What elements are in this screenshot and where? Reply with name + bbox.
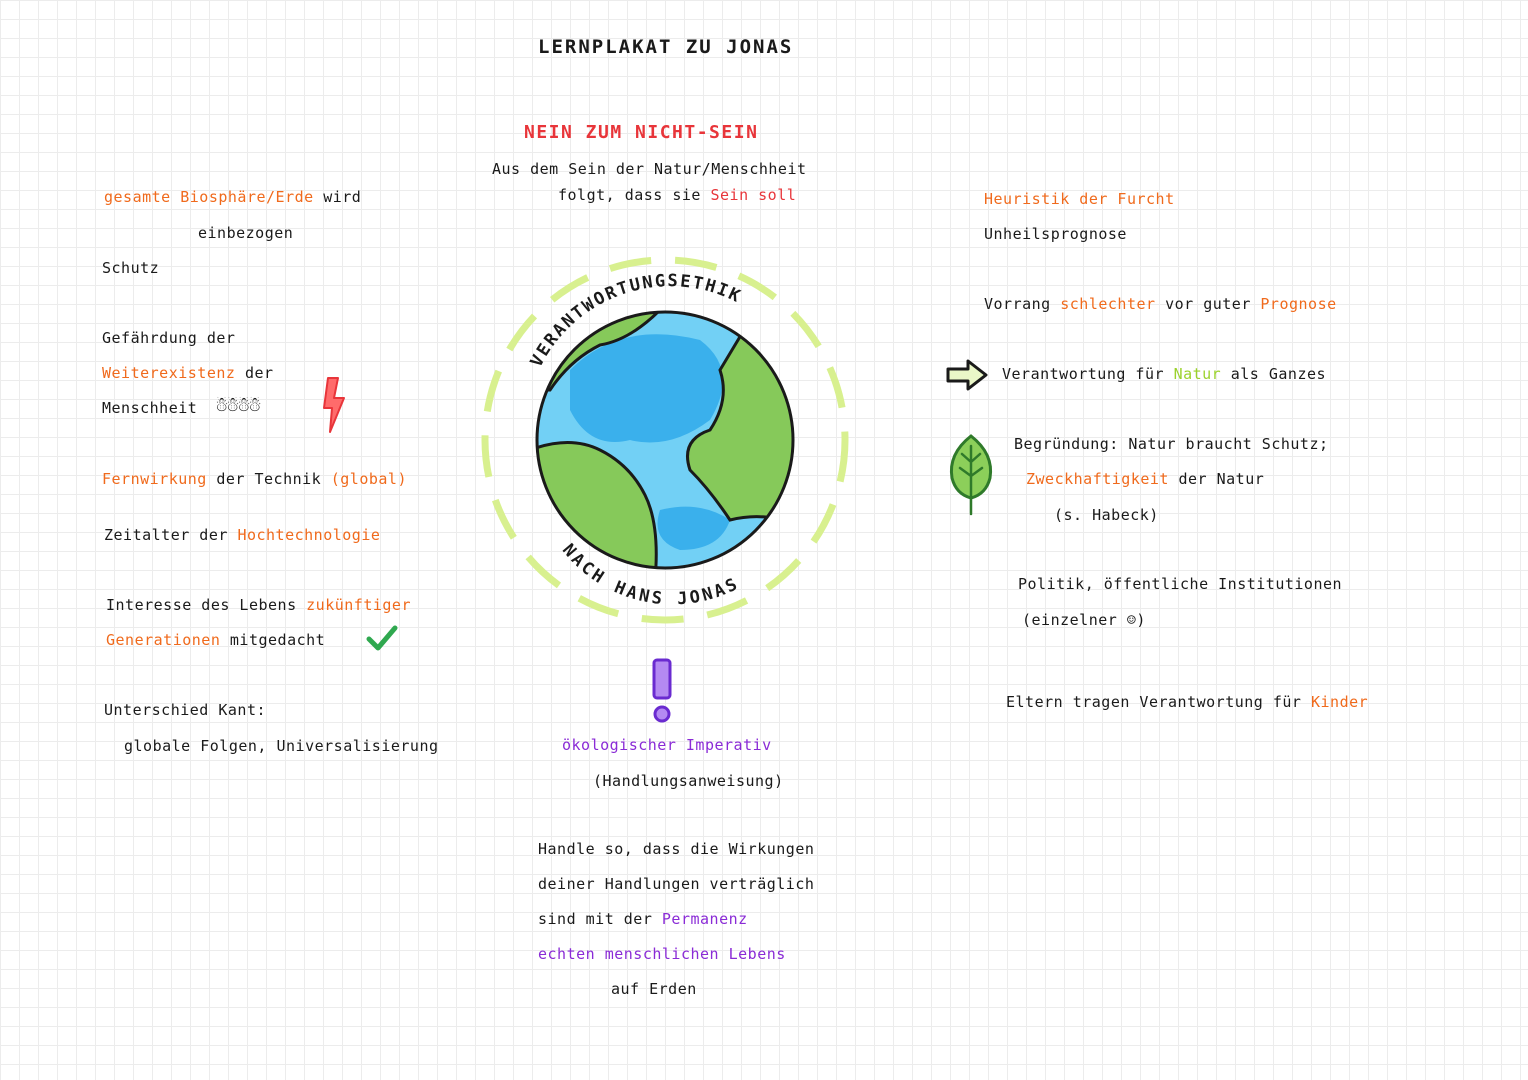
leaf-icon bbox=[949, 434, 993, 516]
center-sub2-text: folgt, dass sie bbox=[558, 186, 701, 204]
center-sub-line2: folgt, dass sie Sein soll bbox=[558, 186, 796, 204]
person-icon: ☺ bbox=[1126, 611, 1137, 629]
center-heading: NEIN ZUM NICHT-SEIN bbox=[524, 122, 759, 143]
arrow-right-icon bbox=[946, 359, 988, 391]
right-schlechter: schlechter bbox=[1060, 295, 1156, 313]
left-mitgedacht: mitgedacht bbox=[229, 631, 326, 649]
right-line7: (s. Habeck) bbox=[1054, 506, 1159, 524]
right-einzelner: (einzelner bbox=[1022, 611, 1118, 629]
right-line3: Vorrang schlechter vor guter Prognose bbox=[984, 295, 1337, 313]
right-line4: Verantwortung für Natur als Ganzes bbox=[1002, 365, 1326, 383]
right-line10: Eltern tragen Verantwortung für Kinder bbox=[1006, 693, 1368, 711]
rule-line1: Handle so, dass die Wirkungen bbox=[538, 840, 815, 858]
imperativ-sub: (Handlungsanweisung) bbox=[593, 772, 784, 790]
left-interesse: Interesse des Lebens bbox=[106, 596, 297, 614]
right-prognose: Prognose bbox=[1260, 295, 1337, 313]
left-line3: Schutz bbox=[102, 259, 160, 277]
left-der: der bbox=[244, 364, 274, 382]
right-natur: Natur bbox=[1173, 365, 1222, 383]
left-line9: Interesse des Lebens zukünftiger bbox=[106, 596, 411, 614]
rule-line4: echten menschlichen Lebens bbox=[538, 945, 786, 963]
left-line8: Zeitalter der Hochtechnologie bbox=[104, 526, 380, 544]
right-als-ganzes: als Ganzes bbox=[1230, 365, 1327, 383]
right-line1: Heuristik der Furcht bbox=[984, 190, 1175, 208]
imperativ-label: ökologischer Imperativ bbox=[562, 736, 772, 754]
left-line10: Generationen mitgedacht bbox=[106, 631, 325, 649]
left-biosphere: gesamte Biosphäre/Erde bbox=[104, 188, 314, 206]
globe-ocean-deep-2 bbox=[657, 506, 730, 550]
left-line12: globale Folgen, Universalisierung bbox=[124, 737, 439, 755]
left-line7: Fernwirkung der Technik (global) bbox=[102, 470, 407, 488]
right-zweckhaftigkeit: Zweckhaftigkeit bbox=[1026, 470, 1169, 488]
right-line8: Politik, öffentliche Institutionen bbox=[1018, 575, 1343, 593]
center-sub2-soll: soll bbox=[758, 186, 797, 204]
right-vor-guter: vor guter bbox=[1165, 295, 1251, 313]
right-der-natur: der Natur bbox=[1178, 470, 1265, 488]
rule3-text: sind mit der bbox=[538, 910, 653, 928]
people-icon: ☃☃☃☃ bbox=[216, 392, 261, 416]
right-kinder: Kinder bbox=[1311, 693, 1369, 711]
left-fernwirkung: Fernwirkung bbox=[102, 470, 207, 488]
checkmark-icon bbox=[366, 625, 398, 651]
globe-outline bbox=[535, 310, 795, 570]
exclamation-icon bbox=[652, 658, 672, 723]
right-line6: Zweckhaftigkeit der Natur bbox=[1026, 470, 1264, 488]
left-zukuenftiger: zukünftiger bbox=[306, 596, 411, 614]
right-line9: (einzelner ☺) bbox=[1022, 611, 1146, 629]
left-global: (global) bbox=[330, 470, 407, 488]
right-eltern: Eltern tragen Verantwortung für bbox=[1006, 693, 1302, 711]
center-sub-line1: Aus dem Sein der Natur/Menschheit bbox=[492, 160, 807, 178]
right-line5: Begründung: Natur braucht Schutz; bbox=[1014, 435, 1329, 453]
left-line2: einbezogen bbox=[198, 224, 294, 242]
lightning-icon bbox=[323, 377, 345, 433]
page-title: LERNPLAKAT ZU JONAS bbox=[538, 36, 794, 58]
left-line11: Unterschied Kant: bbox=[104, 701, 267, 719]
globe-illustration: VERANTWORTUNGSETHIK NACH HANS JONAS bbox=[481, 256, 849, 624]
right-verantwortung: Verantwortung für bbox=[1002, 365, 1165, 383]
globe-dashed-ring bbox=[481, 256, 849, 624]
right-line2: Unheilsprognose bbox=[984, 225, 1127, 243]
left-zeitalter: Zeitalter der bbox=[104, 526, 228, 544]
globe-ocean-deep bbox=[570, 334, 723, 443]
left-weiterexistenz: Weiterexistenz bbox=[102, 364, 236, 382]
left-line4: Gefährdung der bbox=[102, 329, 236, 347]
center-sub2-sein: Sein bbox=[710, 186, 749, 204]
right-paren: ) bbox=[1136, 611, 1146, 629]
rule3-permanenz: Permanenz bbox=[661, 910, 748, 928]
left-technik: der Technik bbox=[216, 470, 322, 488]
rule-line2: deiner Handlungen verträglich bbox=[538, 875, 815, 893]
left-line1: gesamte Biosphäre/Erde wird bbox=[104, 188, 361, 206]
rule-line5: auf Erden bbox=[611, 980, 697, 998]
rule-line3: sind mit der Permanenz bbox=[538, 910, 748, 928]
left-wird: wird bbox=[323, 188, 362, 206]
right-vorrang: Vorrang bbox=[984, 295, 1051, 313]
left-generationen: Generationen bbox=[106, 631, 221, 649]
left-line5: Weiterexistenz der bbox=[102, 364, 274, 382]
left-line6: Menschheit bbox=[102, 399, 198, 417]
left-hochtechnologie: Hochtechnologie bbox=[237, 526, 381, 544]
